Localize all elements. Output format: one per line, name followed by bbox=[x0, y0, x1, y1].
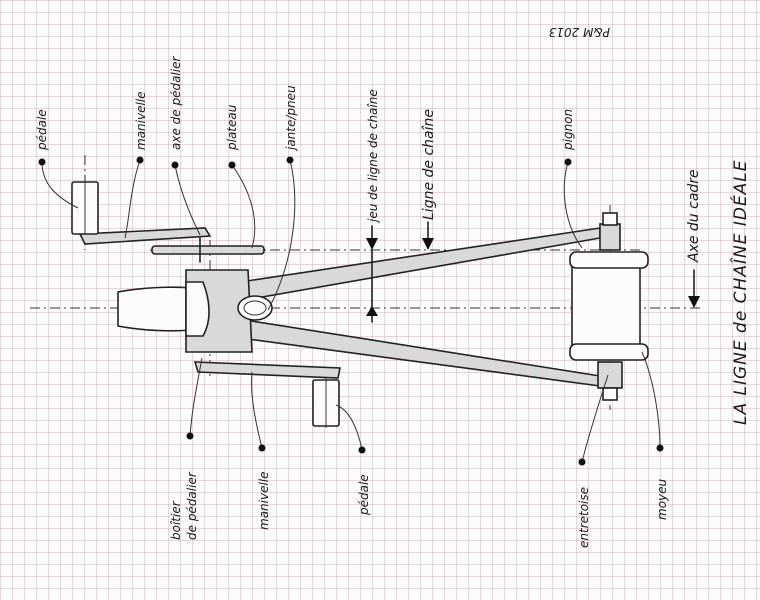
dot-jante-pneu bbox=[286, 156, 294, 164]
tire-section bbox=[237, 295, 273, 321]
leader-plateau bbox=[231, 164, 256, 249]
leader-manivelle-top bbox=[124, 159, 141, 239]
shell-cutout bbox=[185, 281, 210, 337]
arrow-ligne-chaine bbox=[422, 221, 434, 250]
label-moyeu: moyeu bbox=[655, 478, 669, 520]
label-entretoise: entretoise bbox=[577, 487, 591, 548]
leader-pedale-bottom bbox=[335, 404, 363, 451]
label-ligne-chaine: Ligne de chaîne bbox=[421, 109, 437, 220]
leader-moyeu bbox=[641, 351, 661, 449]
dot-moyeu bbox=[656, 444, 664, 452]
crank-arm-bottom bbox=[193, 361, 341, 379]
dot-boitier bbox=[186, 432, 194, 440]
leader-jante-pneu bbox=[267, 159, 296, 311]
leader-pedale-top bbox=[41, 161, 79, 209]
dot-pignon bbox=[564, 158, 572, 166]
axle-nut-top bbox=[602, 212, 618, 226]
label-plateau: plateau bbox=[225, 104, 239, 151]
label-pignon: pignon bbox=[561, 109, 575, 151]
hub-spacer bbox=[597, 361, 623, 389]
label-axe-pedalier: axe de pédalier bbox=[169, 56, 183, 150]
dot-plateau bbox=[228, 161, 236, 169]
label-boitier-line2: de pédalier bbox=[185, 471, 199, 540]
arrow-axe-cadre bbox=[688, 269, 700, 308]
dot-manivelle-bottom bbox=[258, 444, 266, 452]
crank-arm-top bbox=[78, 227, 212, 245]
chainring bbox=[151, 245, 265, 255]
dot-entretoise bbox=[578, 458, 586, 466]
dot-pedale-top bbox=[38, 158, 46, 166]
label-pedale-top: pédale bbox=[35, 109, 49, 151]
dot-axe-pedalier bbox=[171, 161, 179, 169]
label-boitier-line1: boîtier bbox=[169, 500, 183, 540]
dot-pedale-bottom bbox=[358, 446, 366, 454]
leader-pignon bbox=[563, 161, 583, 249]
label-manivelle-bottom: manivelle bbox=[257, 471, 271, 530]
arrow-jeu-top bbox=[366, 225, 378, 250]
leader-axe-pedalier bbox=[174, 164, 201, 236]
chainstay-upper bbox=[238, 227, 601, 301]
signature: P&M 2013 bbox=[549, 25, 610, 39]
diagram-title: LA LIGNE de CHAÎNE IDÉALE bbox=[729, 159, 751, 425]
axle-nut-bottom bbox=[602, 387, 618, 401]
arrow-jeu-bottom bbox=[366, 249, 378, 323]
label-pedale-bottom: pédale bbox=[357, 474, 371, 516]
leader-boitier bbox=[189, 357, 203, 437]
rim-section bbox=[243, 300, 267, 316]
leader-manivelle-bottom bbox=[251, 371, 263, 449]
label-jante-pneu: jante/pneu bbox=[284, 85, 298, 152]
label-axe-cadre: Axe du cadre bbox=[686, 169, 702, 263]
hub-flange-upper bbox=[569, 251, 649, 269]
leader-entretoise bbox=[581, 374, 609, 463]
dot-manivelle-top bbox=[136, 156, 144, 164]
hub-flange-lower bbox=[569, 343, 649, 361]
label-manivelle-top: manivelle bbox=[134, 91, 148, 150]
cog-spacer bbox=[599, 223, 621, 251]
label-jeu-ligne: jeu de ligne de chaîne bbox=[366, 89, 380, 224]
